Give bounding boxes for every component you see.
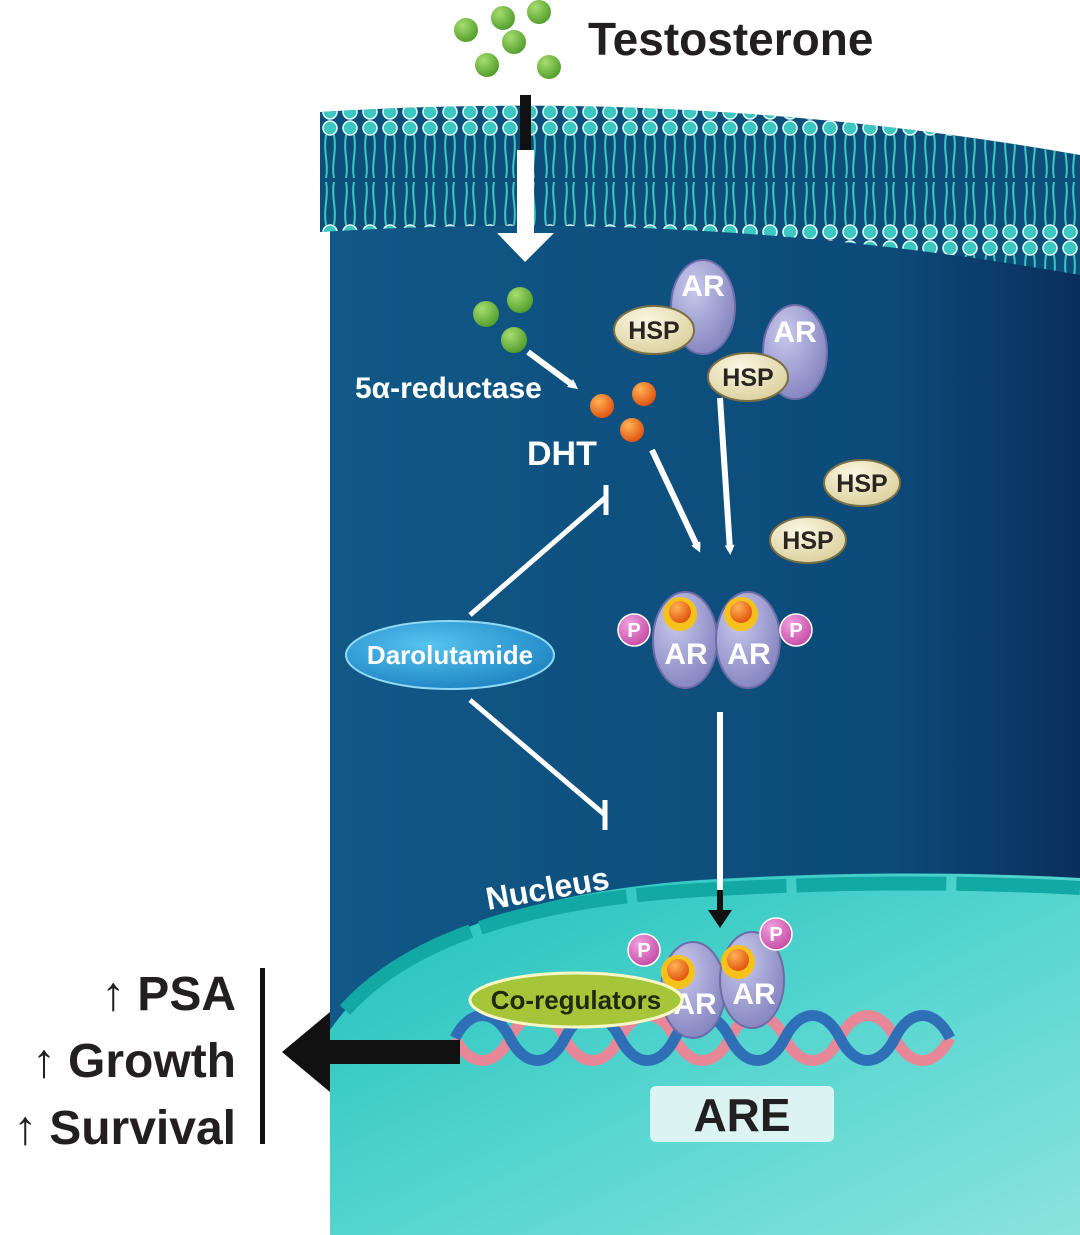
activated-ar-dimer: AR AR P P xyxy=(617,591,813,689)
outcome-growth: ↑Growth xyxy=(32,1035,236,1088)
hsp-label: HSP xyxy=(722,364,773,392)
outcomes-list: ↑PSA ↑Growth ↑Survival xyxy=(13,968,236,1155)
darolutamide-inhibition xyxy=(468,485,609,830)
darolutamide-label: Darolutamide xyxy=(367,640,533,670)
hsp-label: HSP xyxy=(782,527,833,555)
output-arrow xyxy=(282,1012,460,1092)
cell-membrane xyxy=(320,105,1080,275)
membrane-entry-arrow xyxy=(497,150,554,262)
darolutamide-badge: Darolutamide xyxy=(345,620,555,690)
ar-release-arrow xyxy=(717,397,735,555)
up-arrow-icon: ↑ xyxy=(101,968,125,1021)
dht-label: DHT xyxy=(527,435,597,473)
are-label: ARE xyxy=(693,1089,790,1141)
dna-bound-ar-dimer: AR AR P P xyxy=(627,917,793,1039)
outcome-survival: ↑Survival xyxy=(13,1102,236,1155)
intracellular-testosterone xyxy=(473,287,533,353)
testosterone-label: Testosterone xyxy=(588,13,873,65)
reductase-label: 5α-reductase xyxy=(355,372,542,405)
ar-label: AR xyxy=(664,638,708,671)
nucleus xyxy=(330,873,1080,1235)
ar-label: AR xyxy=(681,270,725,303)
ar-label: AR xyxy=(727,638,771,671)
testosterone-molecules xyxy=(454,0,561,79)
phospho-label: P xyxy=(769,924,782,946)
ar-label: AR xyxy=(732,978,776,1011)
nuclear-translocation-arrow xyxy=(708,712,732,928)
membrane-entry-bar xyxy=(520,95,531,150)
dht-molecules xyxy=(590,382,656,442)
dht-binding-arrow xyxy=(649,448,701,553)
free-hsp-2: HSP xyxy=(769,516,847,564)
coregulators-badge: Co-regulators xyxy=(468,971,684,1029)
free-hsp-1: HSP xyxy=(823,459,901,507)
outcome-psa: ↑PSA xyxy=(101,968,236,1021)
phospho-label: P xyxy=(627,620,640,642)
hsp-label: HSP xyxy=(628,317,679,345)
ar-hsp-complex-2: AR HSP xyxy=(707,304,828,402)
are-box: ARE xyxy=(650,1086,834,1142)
up-arrow-icon: ↑ xyxy=(32,1035,56,1088)
phospho-label: P xyxy=(637,940,650,962)
ar-hsp-complex-1: AR HSP xyxy=(613,259,736,355)
hsp-label: HSP xyxy=(836,470,887,498)
outcomes-bracket xyxy=(260,968,265,1144)
up-arrow-icon: ↑ xyxy=(13,1102,37,1155)
ar-label: AR xyxy=(773,316,817,349)
phospho-label: P xyxy=(789,620,802,642)
coregulators-label: Co-regulators xyxy=(491,985,661,1015)
reduction-arrow xyxy=(526,349,579,389)
